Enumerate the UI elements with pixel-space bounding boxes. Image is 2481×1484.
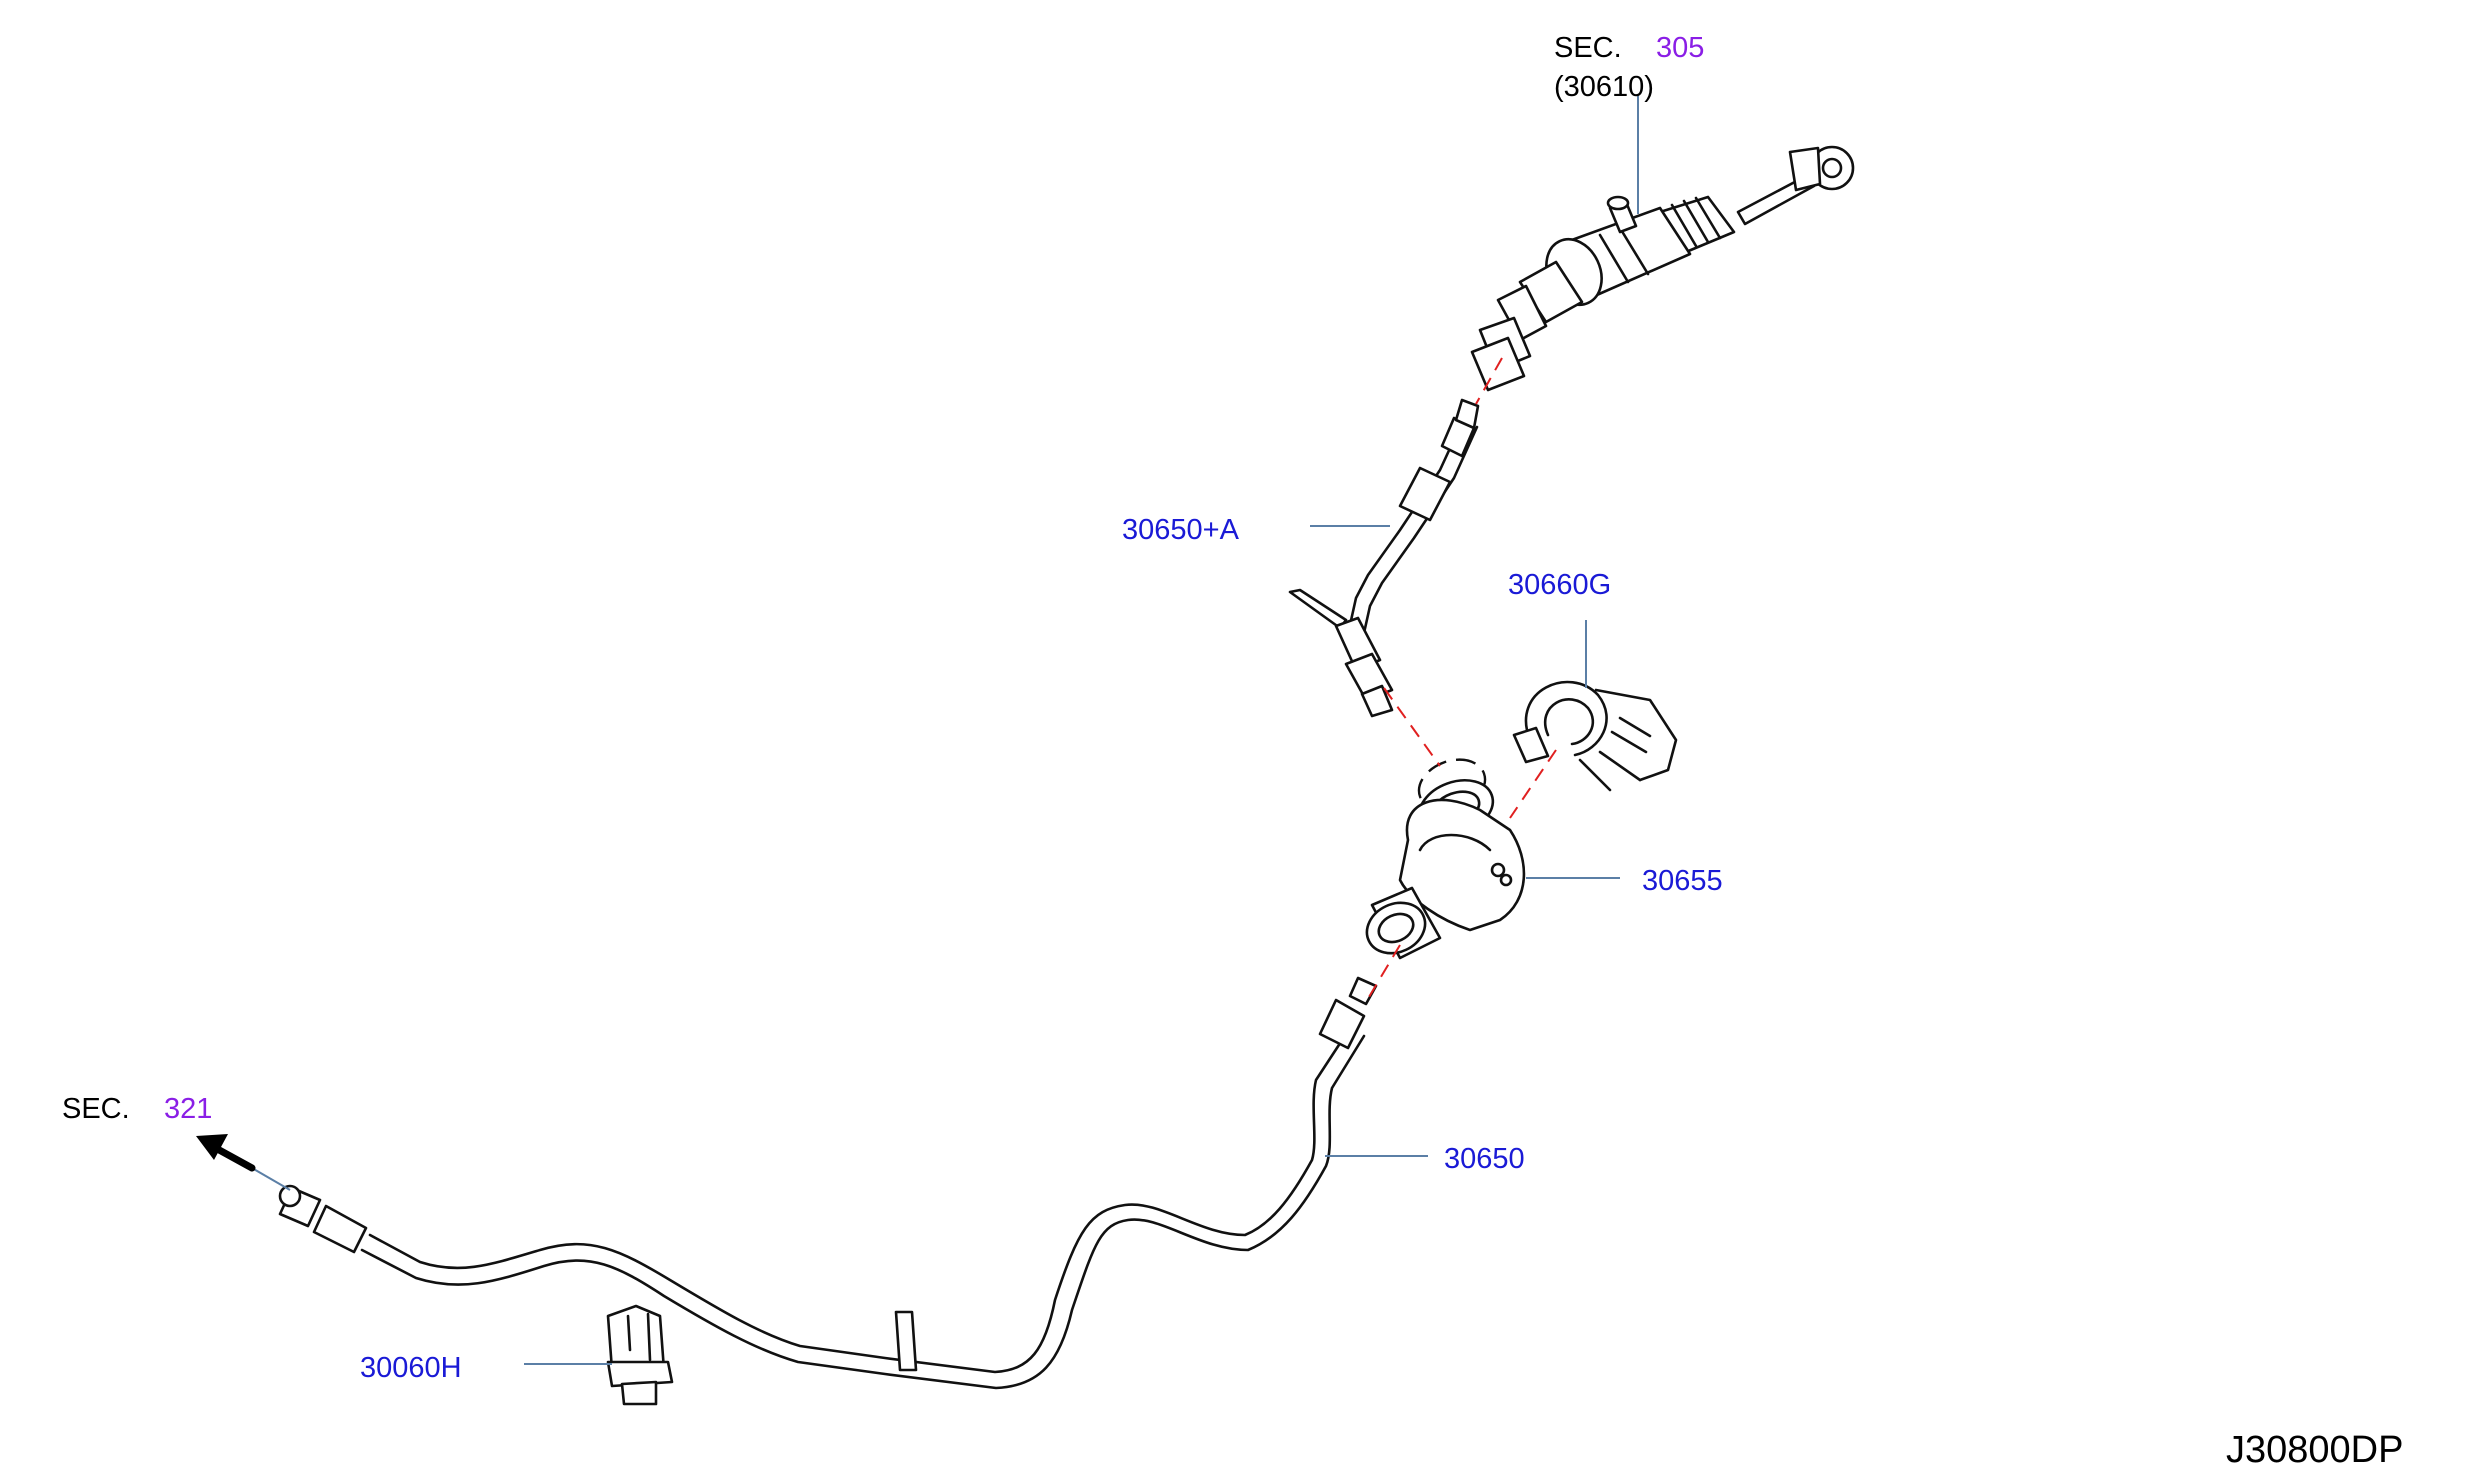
operating-cylinder (1365, 758, 1526, 960)
part-label-30060h[interactable]: 30060H (360, 1352, 462, 1384)
clip-30060h (606, 1304, 674, 1406)
lower-clutch-pipe (278, 976, 1378, 1390)
master-cylinder (1470, 145, 1855, 392)
alignment-lines (1365, 357, 1557, 1003)
section-number[interactable]: 321 (164, 1093, 212, 1125)
arrow-icon (196, 1134, 256, 1172)
section-ref-305: SEC. 305 (30610) (1554, 32, 1704, 103)
part-label-30655[interactable]: 30655 (1642, 865, 1723, 897)
section-ref-321: SEC. 321 (62, 1093, 212, 1125)
clip-30660g (1512, 680, 1678, 792)
upper-clutch-pipe (1288, 398, 1480, 718)
part-label-30650[interactable]: 30650 (1444, 1143, 1525, 1175)
section-prefix: SEC. (62, 1093, 130, 1125)
section-prefix: SEC. (1554, 32, 1622, 64)
part-label-30650a[interactable]: 30650+A (1122, 514, 1240, 546)
diagram-code: J30800DP (2226, 1429, 2403, 1471)
section-number[interactable]: 305 (1656, 32, 1704, 64)
part-label-30660g[interactable]: 30660G (1508, 569, 1611, 601)
leader-lines (251, 94, 1639, 1365)
section-sub: (30610) (1554, 71, 1654, 103)
